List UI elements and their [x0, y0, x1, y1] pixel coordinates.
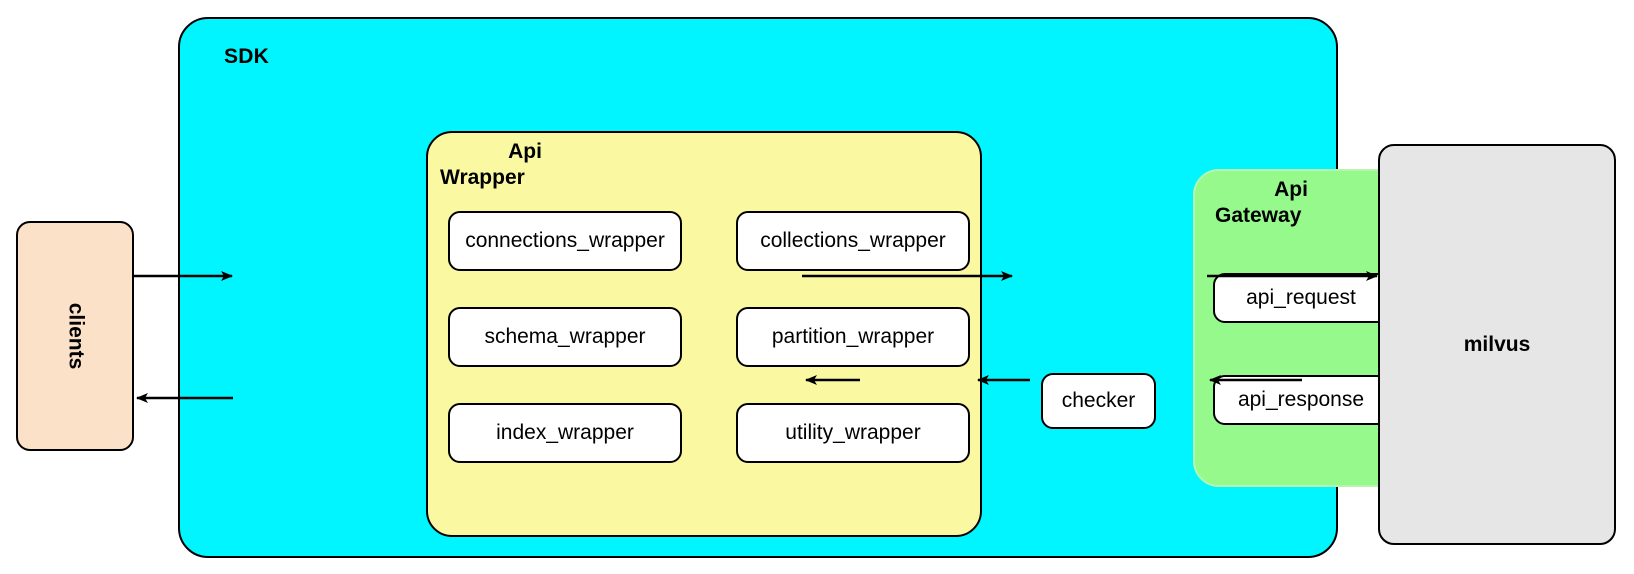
api-response-node[interactable]: api_response: [1213, 375, 1389, 425]
api-wrapper-container[interactable]: Api Wrapper connections_wrapper collecti…: [426, 131, 982, 537]
module-partition-wrapper[interactable]: partition_wrapper: [736, 307, 970, 367]
module-connections-wrapper[interactable]: connections_wrapper: [448, 211, 682, 271]
api-gateway-label-line2: Gateway: [1215, 204, 1302, 228]
sdk-container[interactable]: SDK Api Wrapper connections_wrapper coll…: [178, 17, 1419, 558]
sdk-label: SDK: [224, 45, 269, 68]
module-schema-wrapper[interactable]: schema_wrapper: [448, 307, 682, 367]
module-collections-wrapper[interactable]: collections_wrapper: [736, 211, 970, 271]
api-wrapper-label-line2: Wrapper: [440, 166, 525, 190]
api-wrapper-label-line1: Api: [508, 140, 542, 163]
clients-node[interactable]: clients: [16, 221, 134, 451]
api-wrapper-label: Api Wrapper: [440, 139, 610, 192]
api-gateway-label-line1: Api: [1274, 178, 1308, 201]
api-gateway-label: Api Gateway: [1201, 177, 1381, 230]
milvus-node[interactable]: milvus: [1378, 144, 1616, 545]
module-utility-wrapper[interactable]: utility_wrapper: [736, 403, 970, 463]
module-index-wrapper[interactable]: index_wrapper: [448, 403, 682, 463]
api-request-node[interactable]: api_request: [1213, 273, 1389, 323]
clients-label: clients: [64, 302, 87, 370]
checker-node[interactable]: checker: [1041, 373, 1156, 429]
